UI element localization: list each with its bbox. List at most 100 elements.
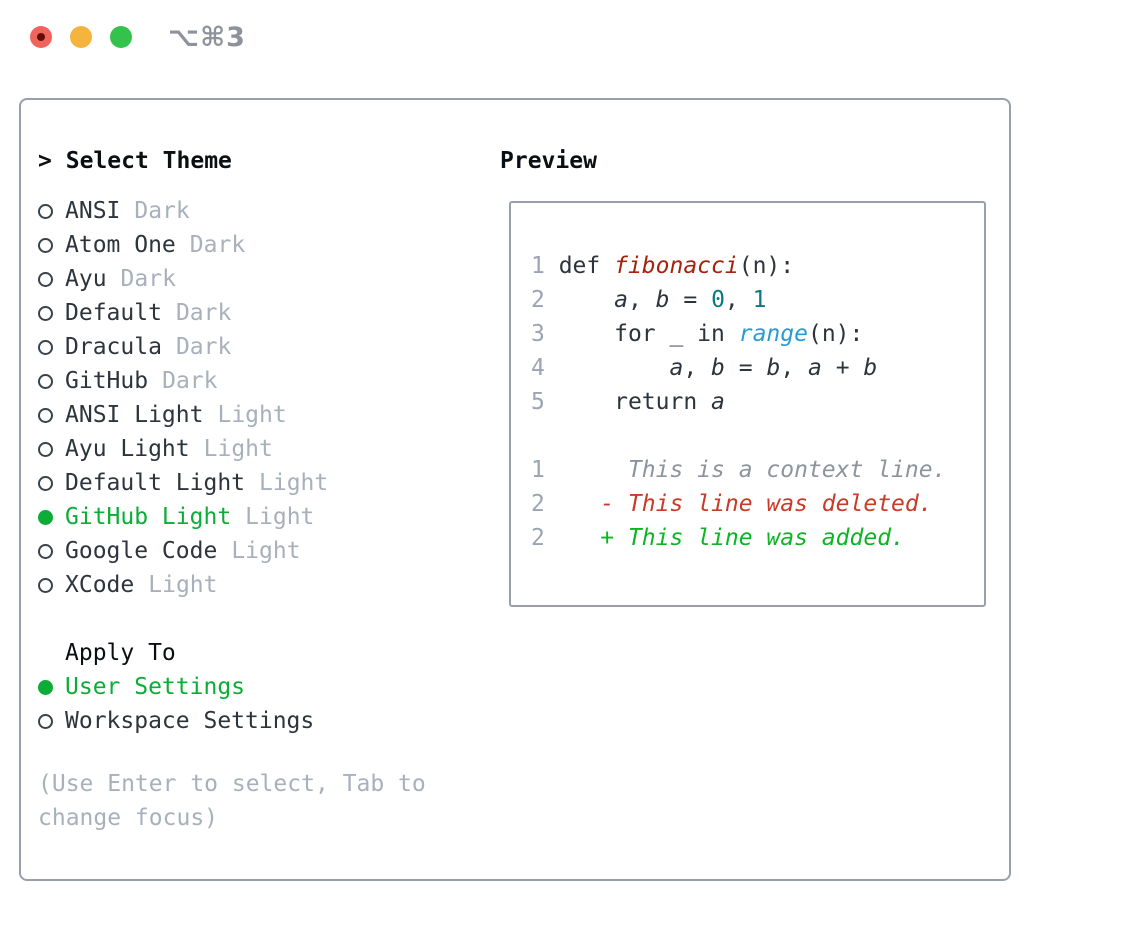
code-token-builtin: range [738, 321, 808, 347]
close-button[interactable] [30, 26, 52, 48]
option-variant-label: Dark [162, 368, 218, 394]
option-label: Default Light [65, 470, 246, 496]
option-variant-label: Dark [175, 334, 232, 360]
hint-text: (Use Enter to select, Tab to change focu… [38, 771, 426, 831]
code-token-ln: 2 [531, 287, 615, 313]
radio-icon [38, 475, 53, 491]
code-token-num: 1 [752, 287, 767, 313]
option-ansi[interactable]: ANSI Dark [38, 194, 328, 228]
radio-icon [38, 237, 53, 253]
code-token-ln: 5 [531, 389, 615, 415]
option-dracula[interactable]: Dracula Dark [38, 330, 328, 364]
radio-icon [38, 577, 53, 593]
code-token-ctx: This is a context line. [544, 457, 947, 483]
code-token-del: - This line was deleted. [600, 491, 933, 517]
code-token-add: + This line was added. [600, 525, 905, 551]
code-line: 5 return a [531, 385, 984, 419]
code-token-var: a [669, 355, 684, 381]
zoom-button[interactable] [110, 26, 132, 48]
option-label: Google Code [65, 538, 218, 564]
code-token-ln: 2 [531, 491, 545, 517]
radio-icon [38, 271, 53, 287]
code-token-ln: 1 [531, 253, 559, 279]
option-label: ANSI Light [65, 402, 204, 428]
preview-header: Preview [500, 148, 597, 174]
code-token-var: a [614, 287, 628, 313]
keyboard-shortcut-label: ⌥⌘3 [168, 22, 246, 53]
select-theme-title: Select Theme [65, 148, 232, 174]
titlebar: ⌥⌘3 [0, 0, 1140, 74]
code-token-code: (n): [738, 253, 795, 279]
code-line: 2 a, b = 0, 1 [531, 283, 984, 317]
radio-selected-icon [38, 509, 53, 525]
code-token-var: a [808, 355, 822, 381]
code-token-code [545, 491, 600, 517]
option-ansi-light[interactable]: ANSI Light Light [38, 398, 328, 432]
code-token-var: b [766, 355, 781, 381]
code-token-code: = [724, 355, 767, 381]
apply-to-header: Apply To [65, 640, 176, 666]
code-token-var: b [863, 355, 878, 381]
option-variant-label: Dark [175, 300, 232, 326]
code-token-code: + [821, 355, 864, 381]
code-token-code: return [614, 389, 712, 415]
code-token-ln: 2 [531, 525, 545, 551]
option-variant-label: Dark [134, 198, 190, 224]
code-token-code: , [724, 287, 753, 313]
option-label: Atom One [65, 232, 176, 258]
option-label: Workspace Settings [65, 708, 315, 734]
code-line: 2 + This line was added. [531, 521, 984, 555]
code-token-code: , [780, 355, 809, 381]
option-label: Dracula [65, 334, 162, 360]
option-workspace-settings[interactable]: Workspace Settings [38, 704, 314, 738]
option-label: Ayu Light [65, 436, 190, 462]
code-token-fn: fibonacci [614, 253, 739, 279]
option-variant-label: Light [148, 572, 218, 598]
option-label: XCode [65, 572, 135, 598]
option-label: Ayu [65, 266, 107, 292]
option-variant-label: Light [259, 470, 329, 496]
code-token-var: b [655, 287, 670, 313]
option-label: ANSI [65, 198, 121, 224]
code-line: 1 This is a context line. [531, 453, 984, 487]
code-line [531, 419, 984, 453]
option-variant-label: Dark [189, 232, 246, 258]
radio-icon [38, 543, 53, 559]
code-line: 1 def fibonacci(n): [531, 249, 984, 283]
radio-icon [38, 373, 53, 389]
code-token-ln: 1 [531, 457, 545, 483]
option-variant-label: Light [217, 402, 287, 428]
select-theme-header: > Select Theme [38, 144, 232, 178]
radio-selected-icon [38, 679, 53, 695]
code-token-code: def [558, 253, 615, 279]
code-token-code: for _ in [614, 321, 739, 347]
code-token-code: = [669, 287, 712, 313]
code-line: 4 a, b = b, a + b [531, 351, 984, 385]
code-token-ln: 4 [531, 355, 670, 381]
code-token-var: a [711, 389, 725, 415]
code-line: 2 - This line was deleted. [531, 487, 984, 521]
option-default-light[interactable]: Default Light Light [38, 466, 328, 500]
option-variant-label: Light [245, 504, 315, 530]
code-line: 3 for _ in range(n): [531, 317, 984, 351]
code-token-code: (n): [807, 321, 864, 347]
option-xcode[interactable]: XCode Light [38, 568, 328, 602]
option-label: User Settings [65, 674, 246, 700]
code-token-num: 0 [711, 287, 725, 313]
minimize-button[interactable] [70, 26, 92, 48]
option-user-settings[interactable]: User Settings [38, 670, 314, 704]
radio-icon [38, 339, 53, 355]
option-atom-one[interactable]: Atom One Dark [38, 228, 328, 262]
code-token-var: b [711, 355, 725, 381]
